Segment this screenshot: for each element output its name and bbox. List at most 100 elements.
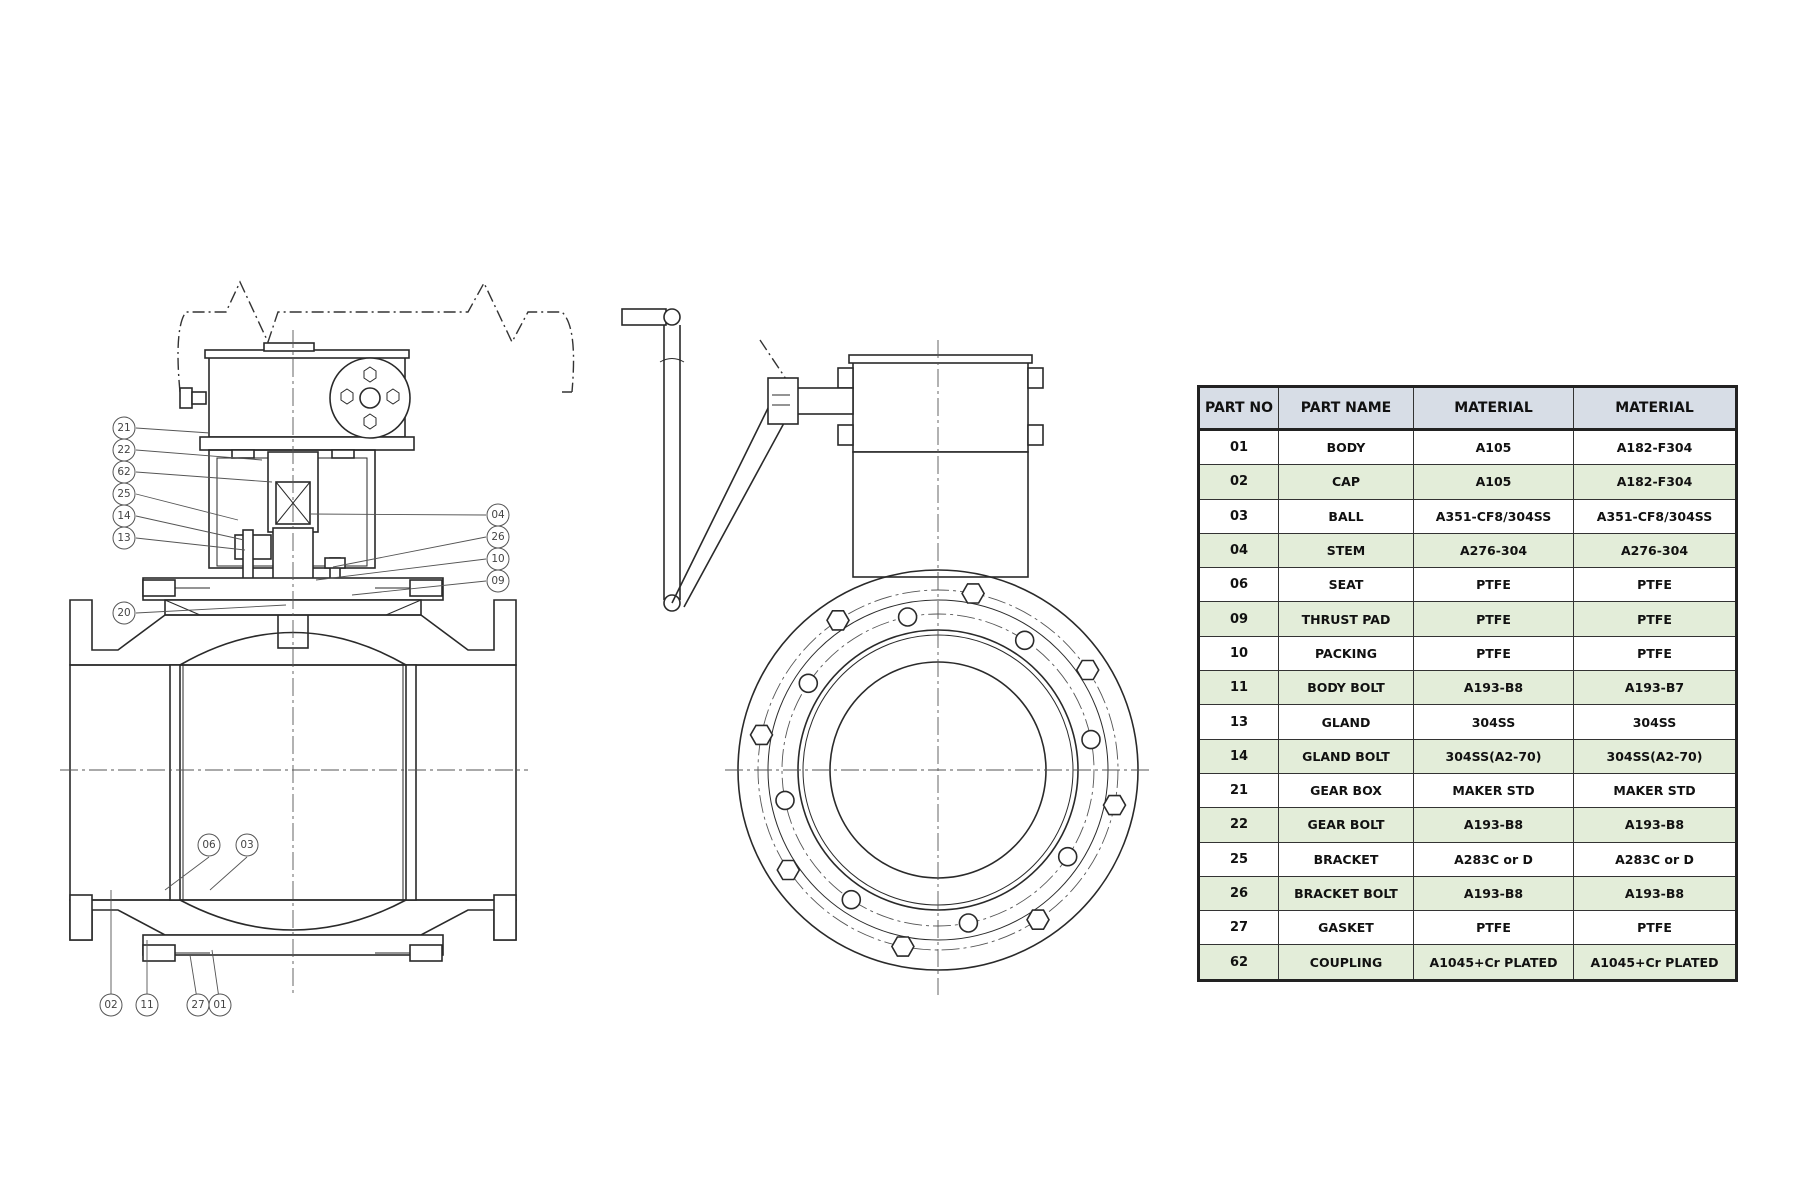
callout-right-2: 10 xyxy=(486,547,510,571)
cell-part-name: BALL xyxy=(1278,498,1414,534)
cell-material-1: A105 xyxy=(1413,464,1574,500)
cell-part-name: PACKING xyxy=(1278,635,1414,672)
cell-material-1: 304SS(A2-70) xyxy=(1413,738,1574,774)
flange-bolt xyxy=(798,673,819,694)
callout-label: 04 xyxy=(491,509,505,521)
cell-material-2: A182-F304 xyxy=(1573,428,1737,466)
callout-bottom-3: 01 xyxy=(208,993,232,1017)
gearbox-flange xyxy=(199,436,415,451)
cell-part-no: 26 xyxy=(1198,875,1279,912)
flange-bolt xyxy=(749,724,774,746)
cell-material-2: MAKER STD xyxy=(1573,772,1737,809)
end-bracket xyxy=(852,451,1029,578)
lever-arm xyxy=(663,325,681,600)
cell-part-name: GEAR BOLT xyxy=(1278,807,1414,843)
cell-part-no: 13 xyxy=(1198,704,1279,740)
callout-left-4: 14 xyxy=(112,504,136,528)
cell-material-1: A276-304 xyxy=(1413,532,1574,569)
flange-bolt xyxy=(841,889,862,910)
cell-part-name: GLAND BOLT xyxy=(1278,738,1414,774)
lever-pivot xyxy=(663,308,681,326)
cell-material-1: A1045+Cr PLATED xyxy=(1413,944,1574,981)
lever-view xyxy=(621,308,801,612)
cell-part-name: GEAR BOX xyxy=(1278,772,1414,809)
callout-label: 06 xyxy=(202,839,216,851)
cell-part-name: SEAT xyxy=(1278,567,1414,603)
cell-part-name: BRACKET xyxy=(1278,841,1414,877)
cell-material-1: PTFE xyxy=(1413,567,1574,603)
cell-part-name: GLAND xyxy=(1278,704,1414,740)
callout-left-1: 22 xyxy=(112,438,136,462)
gearbox-bolt-left xyxy=(179,387,193,409)
cell-material-1: PTFE xyxy=(1413,635,1574,672)
cell-material-1: A193-B8 xyxy=(1413,807,1574,843)
flange-bolt xyxy=(890,936,915,957)
cell-part-no: 10 xyxy=(1198,635,1279,672)
callout-label: 02 xyxy=(104,999,117,1011)
cell-material-1: PTFE xyxy=(1413,601,1574,637)
callout-left-6: 20 xyxy=(112,601,136,625)
cell-material-2: PTFE xyxy=(1573,567,1737,603)
cell-part-no: 14 xyxy=(1198,738,1279,774)
flange-bolt xyxy=(958,913,979,933)
cell-material-2: A283C or D xyxy=(1573,841,1737,877)
callout-left-2: 62 xyxy=(112,460,136,484)
flange-bolt xyxy=(961,583,986,604)
end-gearbox xyxy=(852,359,1029,453)
cell-part-no: 02 xyxy=(1198,464,1279,500)
header-material-1: MATERIAL xyxy=(1413,386,1574,431)
callout-bottom-2: 27 xyxy=(186,993,210,1017)
cell-part-no: 21 xyxy=(1198,772,1279,809)
cell-material-1: MAKER STD xyxy=(1413,772,1574,809)
callout-label: 09 xyxy=(491,575,504,587)
flange-bolt xyxy=(1075,659,1100,681)
flange-bolt xyxy=(1081,729,1101,750)
callout-label: 25 xyxy=(117,488,130,500)
cell-part-name: STEM xyxy=(1278,532,1414,569)
cell-material-2: 304SS xyxy=(1573,704,1737,740)
callout-label: 10 xyxy=(491,553,504,565)
callout-right-1: 26 xyxy=(486,525,510,549)
cell-part-no: 06 xyxy=(1198,567,1279,603)
callout-label: 27 xyxy=(191,999,204,1011)
cell-material-1: A283C or D xyxy=(1413,841,1574,877)
cell-material-2: PTFE xyxy=(1573,635,1737,672)
cell-part-name: COUPLING xyxy=(1278,944,1414,981)
header-material-2: MATERIAL xyxy=(1573,386,1737,431)
callout-inner-1: 03 xyxy=(235,833,259,857)
cell-part-no: 01 xyxy=(1198,428,1279,466)
cell-part-name: GASKET xyxy=(1278,910,1414,946)
cell-material-2: A193-B7 xyxy=(1573,670,1737,706)
sectional-view xyxy=(60,280,575,995)
input-flange xyxy=(329,357,411,439)
cell-material-2: A193-B8 xyxy=(1573,807,1737,843)
lever-grip xyxy=(621,308,667,326)
cell-part-no: 09 xyxy=(1198,601,1279,637)
input-flange-bolts xyxy=(340,366,400,430)
callout-label: 62 xyxy=(117,466,130,478)
callout-right-3: 09 xyxy=(486,569,510,593)
table-header-row: PART NO PART NAME MATERIAL MATERIAL xyxy=(1198,386,1737,431)
flange-bolt xyxy=(776,859,801,881)
header-part-no: PART NO xyxy=(1198,386,1279,431)
bracket-bolt-l xyxy=(231,449,255,459)
callout-right-0: 04 xyxy=(486,503,510,527)
flange-bolt xyxy=(1014,630,1035,651)
callout-bottom-1: 11 xyxy=(135,993,159,1017)
callout-label: 20 xyxy=(117,607,130,619)
cell-part-no: 25 xyxy=(1198,841,1279,877)
